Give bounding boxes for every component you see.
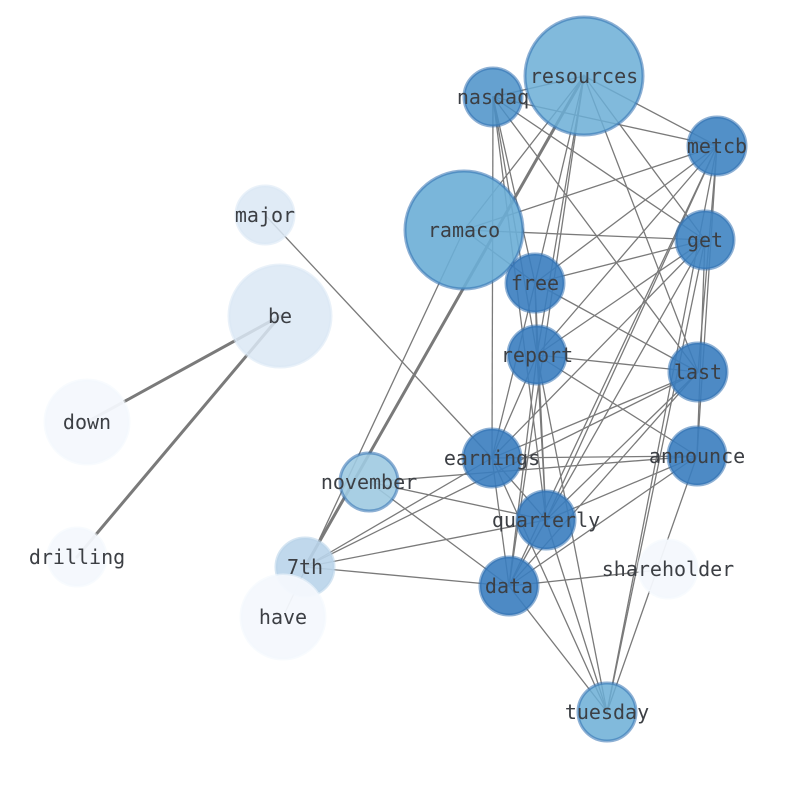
edge-metcb-announce — [696, 145, 718, 457]
edge-7th-data — [304, 566, 510, 587]
node-have — [239, 573, 327, 661]
edge-last-earnings — [491, 371, 699, 459]
edge-get-quarterly — [545, 239, 706, 521]
edge-last-data — [508, 371, 699, 587]
edge-get-earnings — [491, 239, 706, 459]
node-label-nasdaq: nasdaq — [457, 85, 529, 109]
edge-quarterly-tuesday — [545, 519, 608, 713]
node-shareholder — [637, 538, 699, 600]
node-label-metcb: metcb — [687, 134, 747, 158]
node-label-major: major — [235, 203, 295, 227]
edge-major-earnings — [264, 214, 493, 459]
node-resources — [523, 15, 645, 137]
node-label-earnings: earnings — [444, 446, 540, 470]
node-data — [478, 555, 540, 617]
node-major — [234, 184, 296, 246]
node-label-november: november — [321, 470, 417, 494]
edge-quarterly-7th — [304, 519, 547, 568]
node-label-report: report — [501, 343, 573, 367]
node-last — [667, 341, 729, 403]
node-label-drilling: drilling — [29, 545, 125, 569]
edge-nasdaq-last — [492, 96, 699, 373]
node-ramaco — [403, 169, 525, 291]
edge-metcb-report — [536, 145, 718, 356]
node-label-free: free — [511, 271, 559, 295]
node-label-ramaco: ramaco — [428, 218, 500, 242]
edge-earnings-tuesday — [491, 457, 608, 713]
node-earnings — [461, 427, 523, 489]
node-free — [504, 252, 566, 314]
edge-nasdaq-get — [492, 96, 706, 241]
node-label-down: down — [63, 410, 111, 434]
node-label-last: last — [674, 360, 722, 384]
node-label-data: data — [485, 574, 533, 598]
node-down — [43, 378, 131, 466]
node-label-7th: 7th — [287, 555, 323, 579]
node-november — [338, 451, 400, 513]
edge-announce-november — [368, 455, 698, 483]
node-label-get: get — [687, 228, 723, 252]
edge-earnings-7th — [304, 457, 493, 568]
edge-get-tuesday — [606, 239, 706, 713]
node-label-be: be — [268, 304, 292, 328]
node-quarterly — [515, 489, 577, 551]
node-label-resources: resources — [530, 64, 638, 88]
edge-earnings-announce — [491, 455, 698, 459]
node-drilling — [46, 526, 108, 588]
node-tuesday — [576, 681, 638, 743]
node-label-have: have — [259, 605, 307, 629]
nodes-layer — [43, 15, 748, 743]
edge-be-drilling — [75, 314, 282, 559]
node-get — [674, 209, 736, 271]
edge-get-report — [536, 239, 706, 356]
node-announce — [666, 425, 728, 487]
edge-report-data — [508, 354, 538, 587]
node-label-tuesday: tuesday — [565, 700, 649, 724]
node-report — [506, 324, 568, 386]
edge-metcb-free — [534, 145, 718, 284]
edge-nasdaq-free — [492, 96, 536, 284]
edge-free-last — [534, 282, 699, 373]
node-label-quarterly: quarterly — [492, 508, 600, 532]
edge-announce-data — [508, 455, 698, 587]
edges-layer — [75, 74, 718, 713]
node-be — [227, 263, 333, 369]
node-nasdaq — [462, 66, 524, 128]
node-metcb — [686, 115, 748, 177]
edge-last-quarterly — [545, 371, 699, 521]
node-label-shareholder: shareholder — [602, 557, 734, 581]
node-label-announce: announce — [649, 444, 745, 468]
